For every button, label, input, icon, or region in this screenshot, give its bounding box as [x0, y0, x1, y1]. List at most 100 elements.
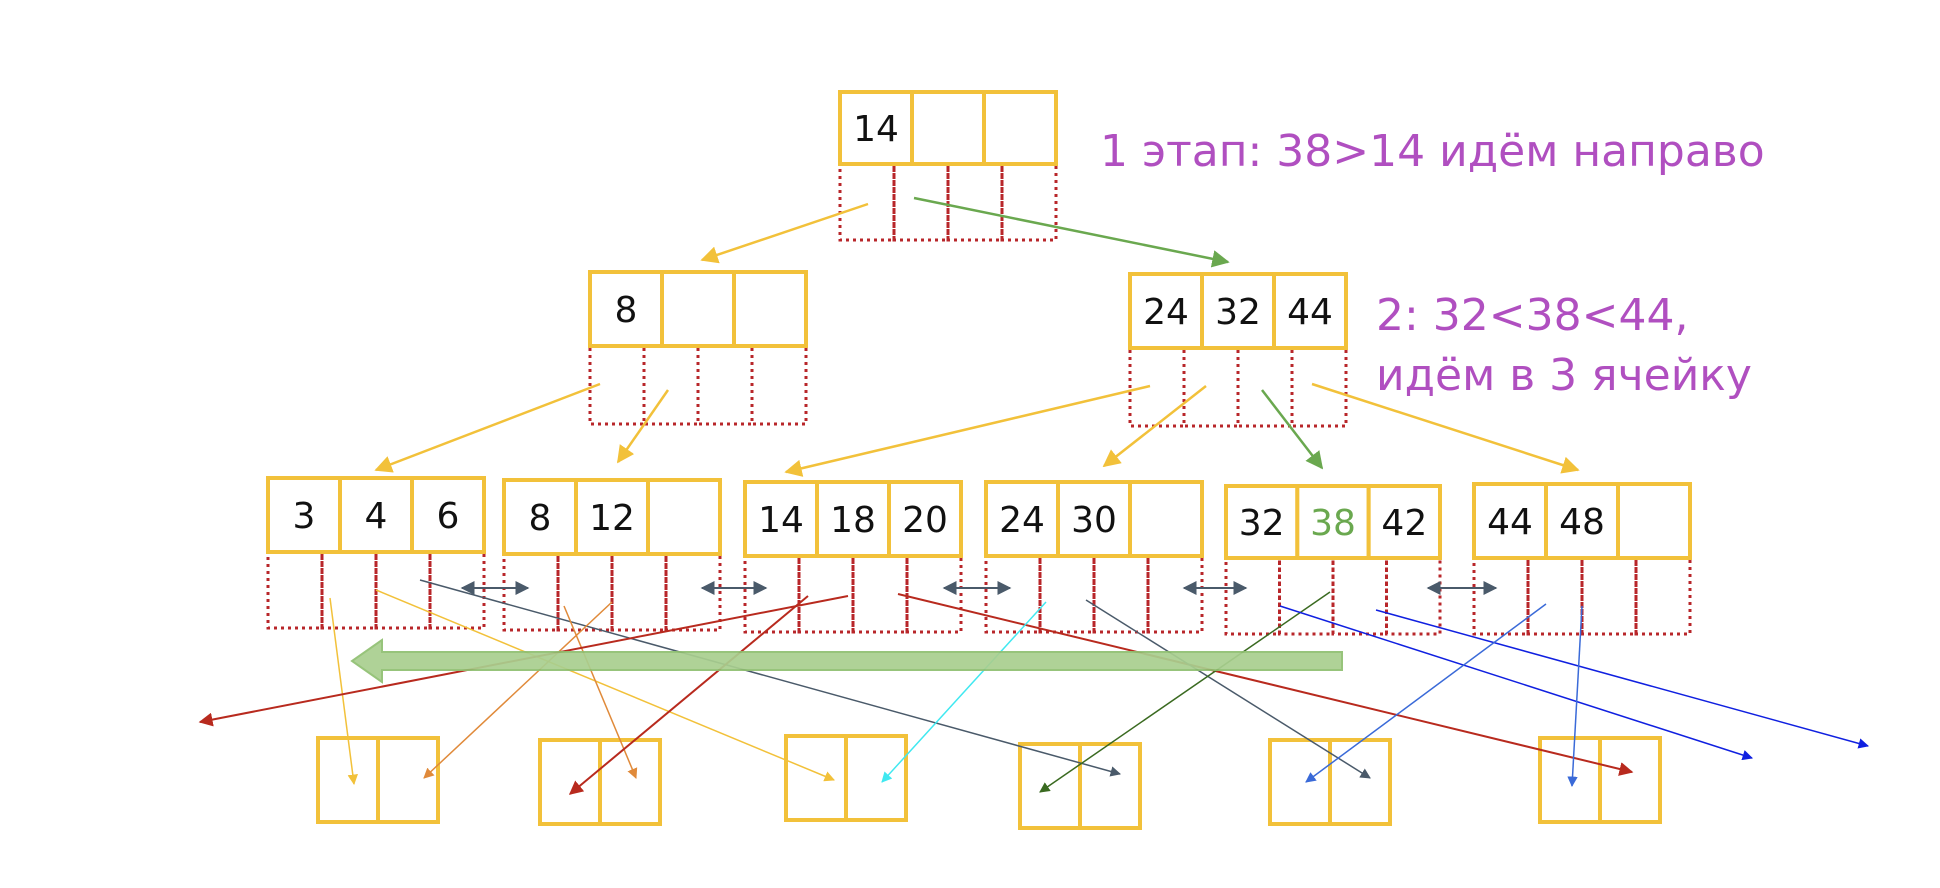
root-node-pointer-cell	[1000, 162, 1058, 242]
leaf-node-3-key-cell	[887, 480, 963, 558]
leaf-node-2	[502, 478, 722, 632]
record-pointer	[329, 597, 358, 786]
internal-node-2-pointer-cell	[1290, 346, 1348, 428]
leaf-node-1-key: 6	[437, 496, 460, 537]
leaf-node-6-key-cell	[1616, 482, 1692, 560]
leaf-node-4-key: 30	[1071, 500, 1117, 541]
internal-node-2-key-cell	[1200, 272, 1276, 350]
leaf-scan-arrow	[350, 638, 1343, 684]
record-pointer	[1305, 603, 1547, 783]
record-block-2	[538, 738, 662, 826]
internal-node-2	[1128, 272, 1348, 428]
record-cell	[1268, 738, 1332, 826]
leaf-node-4-pointer-cell	[1038, 554, 1096, 634]
root-to-right-link	[913, 196, 1230, 268]
leaf-node-5-key: 32	[1239, 503, 1285, 544]
internal-node-2-key-cell	[1128, 272, 1204, 350]
leaf-node-5-pointer-cell	[1331, 556, 1388, 636]
record-pointer	[1567, 605, 1583, 788]
record-pointer	[419, 579, 1122, 777]
internal-node-2-key: 32	[1215, 292, 1261, 333]
link-to-leaf-4	[1102, 385, 1207, 468]
record-block-6	[1538, 736, 1662, 824]
leaf-node-6-key: 48	[1559, 502, 1605, 543]
leaf-node-5-key-cell	[1295, 484, 1371, 560]
leaf-node-2-key-cell	[646, 478, 722, 556]
leaf-node-5-pointer-cell	[1224, 556, 1281, 636]
leaf-node-3-key-cell	[743, 480, 819, 558]
leaf-node-1	[266, 476, 486, 630]
leaf-node-5-pointer-cell	[1385, 556, 1442, 636]
leaf-node-3-pointer-cell	[851, 554, 909, 634]
internal-node-2-key: 24	[1143, 292, 1189, 333]
leaf-node-3-key: 20	[902, 500, 948, 541]
record-pointer	[423, 601, 613, 779]
link-to-leaf-2	[616, 389, 670, 464]
leaf-node-5	[1224, 484, 1442, 636]
link-to-leaf-3	[784, 384, 1151, 477]
leaf-node-1-pointer-cell	[374, 550, 432, 630]
leaf-node-2-key: 12	[589, 498, 635, 539]
leaf-node-4-key: 24	[999, 500, 1045, 541]
link-to-leaf-5-search-path	[1261, 389, 1324, 470]
root-node	[838, 90, 1058, 242]
root-node-pointer-cell	[892, 162, 950, 242]
leaf-node-4-pointer-cell	[984, 554, 1042, 634]
record-pointer	[881, 601, 1047, 783]
leaf-node-3-pointer-cell	[743, 554, 801, 634]
step2-annotation-line2: идём в 3 ячейку	[1376, 350, 1752, 401]
record-pointer	[1039, 591, 1331, 793]
record-cell	[1078, 742, 1142, 830]
root-node-pointer-cell	[946, 162, 1004, 242]
step1-annotation: 1 этап: 38>14 идём направо	[1100, 126, 1765, 177]
root-node-key-cell	[982, 90, 1058, 166]
leaf-node-6-key: 44	[1487, 502, 1533, 543]
leaf-node-1-pointer-cell	[320, 550, 378, 630]
leaf-node-5-pointer-cell	[1278, 556, 1335, 636]
leaf-node-3-key: 14	[758, 500, 804, 541]
internal-node-2-key: 44	[1287, 292, 1333, 333]
internal-node-2-key-cell	[1272, 272, 1348, 350]
record-cell	[316, 736, 380, 824]
leaf-node-4	[984, 480, 1204, 634]
record-cell	[1538, 736, 1602, 824]
record-pointer	[375, 589, 835, 782]
leaf-node-1-pointer-cell	[266, 550, 324, 630]
record-cell	[784, 734, 848, 822]
leaf-node-5-key: 42	[1381, 503, 1427, 544]
leaf-node-6	[1472, 482, 1692, 636]
internal-node-2-pointer-cell	[1236, 346, 1294, 428]
leaf-node-4-pointer-cell	[1092, 554, 1150, 634]
leaf-node-4-key-cell	[1128, 480, 1204, 558]
leaf-node-3-pointer-cell	[905, 554, 963, 634]
leaf-node-1-key-cell	[410, 476, 486, 554]
internal-node-2-pointer-cell	[1128, 346, 1186, 428]
root-node-key-cell	[910, 90, 986, 166]
leaf-node-3-key: 18	[830, 500, 876, 541]
record-pointer	[1375, 609, 1870, 749]
link-to-leaf-1	[374, 382, 601, 473]
record-cell	[1598, 736, 1662, 824]
leaf-node-1-key-cell	[266, 476, 342, 554]
leaf-node-2-pointer-cell	[502, 552, 560, 632]
leaf-node-2-key: 8	[529, 498, 552, 539]
leaf-node-4-pointer-cell	[1146, 554, 1204, 634]
internal-node-1-pointer-cell	[696, 344, 754, 426]
record-pointer	[897, 593, 1634, 776]
leaf-node-6-key-cell	[1544, 482, 1620, 560]
leaf-node-2-pointer-cell	[556, 552, 614, 632]
leaf-node-6-pointer-cell	[1580, 556, 1638, 636]
leaf-node-6-pointer-cell	[1472, 556, 1530, 636]
leaf-node-1-key: 3	[293, 496, 316, 537]
record-pointer	[1085, 599, 1371, 779]
step2-annotation-line1: 2: 32<38<44,	[1376, 290, 1689, 341]
leaf-node-3	[743, 480, 963, 634]
root-to-left-link	[700, 202, 869, 264]
internal-node-1-key-cell	[660, 270, 736, 348]
record-pointer	[568, 595, 809, 795]
root-node-key: 14	[853, 109, 899, 150]
internal-node-1-key-cell	[732, 270, 808, 348]
record-cell	[1328, 738, 1392, 826]
record-block-4	[1018, 742, 1142, 830]
